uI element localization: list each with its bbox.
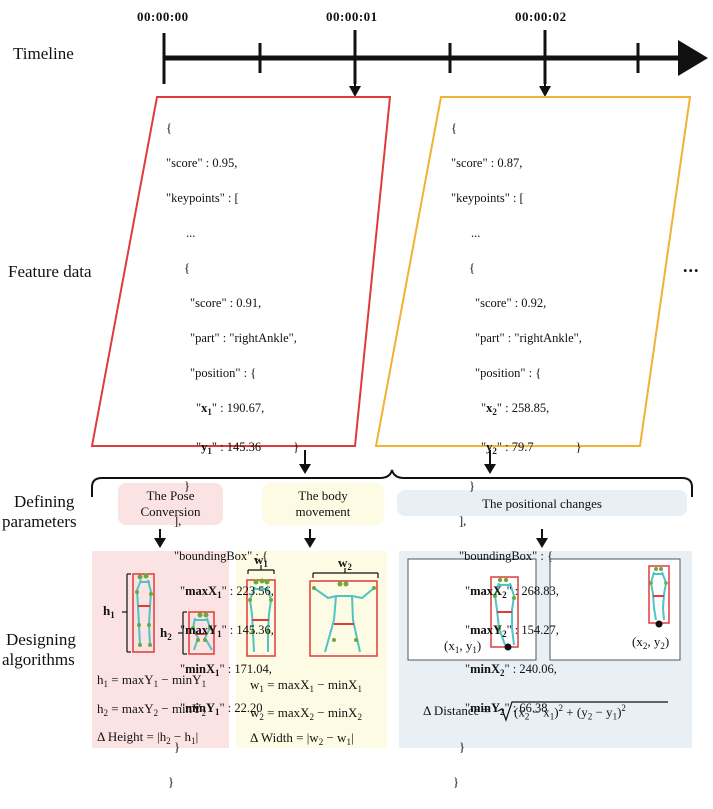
frame2-score-key: "score" xyxy=(451,155,488,170)
frame2-parallelogram xyxy=(374,96,692,447)
frame2-minX: "minX2" : 240.06, xyxy=(465,661,557,678)
timestamp-1: 00:00:01 xyxy=(326,9,378,24)
pose-skeleton-2 xyxy=(188,611,215,655)
delta-width-eq: Δ Width = |w2 − w1| xyxy=(250,730,354,747)
frame1-kp-part: "part" : "rightAnkle", xyxy=(190,330,297,345)
width-eq-2: w2 = maxX2 − minX2 xyxy=(250,705,362,722)
frame1-keypoints-key: "keypoints" xyxy=(166,190,225,205)
frame1-bbox-key: "boundingBox" : { xyxy=(174,548,268,563)
frame2-open: { xyxy=(451,120,457,135)
frame1-minX: "minX1" : 171.04, xyxy=(180,661,272,678)
frame2-x: "x2" : 258.85, xyxy=(481,400,550,417)
frame1-y: "y1" : 145.36} xyxy=(196,439,300,456)
frame2-keypoints-key: "keypoints" xyxy=(451,190,510,205)
frame2-score-value: : 0.87, xyxy=(487,155,523,170)
frame1-ellipsis: ... xyxy=(186,225,196,240)
frame1-kp-score: "score" : 0.91, xyxy=(190,295,262,310)
body-panel-bg xyxy=(236,551,387,748)
row-label-defining-1: Defining xyxy=(14,492,75,511)
defining-brace xyxy=(91,469,693,497)
row-label-designing-1: Designing xyxy=(6,630,76,649)
h2-label: h2 xyxy=(160,625,172,642)
height-eq-2: h2 = maxY2 − minY2 xyxy=(97,701,207,718)
row-label-timeline: Timeline xyxy=(13,44,74,63)
row-label-defining-2: parameters xyxy=(2,512,77,531)
position-skeleton-2 xyxy=(648,565,670,628)
row-label-feature-data: Feature data xyxy=(8,262,92,281)
timestamp-0: 00:00:00 xyxy=(137,9,189,24)
frame2-maxY: "maxY2" : 154.27, xyxy=(465,622,559,639)
frame1-score-value: : 0.95, xyxy=(202,155,238,170)
positional-pill-bg xyxy=(397,490,687,516)
ankle-point-2 xyxy=(655,620,663,628)
frame2-kp-score: "score" : 0.92, xyxy=(475,295,547,310)
frame1-kp-position: "position" : { xyxy=(190,365,257,380)
frame2-y: "y2" : 79.7} xyxy=(481,439,582,456)
frame2-kp-position: "position" : { xyxy=(475,365,542,380)
delta-height-eq: Δ Height = |h2 − h1| xyxy=(97,729,199,746)
ankle-point-1 xyxy=(504,643,512,651)
pose-pill-bg xyxy=(118,483,223,525)
frame1-maxY: "maxY1" : 145.36, xyxy=(180,622,274,639)
position-frame-2 xyxy=(549,558,681,661)
point-label-2: (x2, y2) xyxy=(632,634,670,651)
position-skeleton-1 xyxy=(490,576,519,651)
frame-to-brace-arrows xyxy=(299,450,496,474)
continuation-ellipsis: ... xyxy=(683,256,700,276)
timeline-axis xyxy=(162,30,708,84)
w1-label: w1 xyxy=(254,552,268,569)
pill-to-panel-arrows xyxy=(154,529,548,548)
frame1-x: "x1" : 190.67, xyxy=(196,400,265,417)
body-skeleton-1 xyxy=(246,578,276,657)
timeline-to-frame-arrows xyxy=(349,58,551,97)
timestamp-2: 00:00:02 xyxy=(515,9,567,24)
frame2-json: { "score" : 0.87, "keypoints" : [ ... { … xyxy=(451,120,582,789)
frame2-maxX: "maxX2" : 268.83, xyxy=(465,583,559,600)
pose-skeleton-1 xyxy=(132,573,155,653)
frame1-maxX: "maxX1" : 223.56, xyxy=(180,583,274,600)
h1-label: h1 xyxy=(103,603,115,620)
w2-label: w2 xyxy=(338,555,352,572)
param-positional-changes: The positional changes xyxy=(482,496,602,511)
frame1-score-key: "score" xyxy=(166,155,203,170)
row-label-designing-2: algorithms xyxy=(2,650,75,669)
point-label-1: (x1, y1) xyxy=(444,638,482,655)
frame1-parallelogram xyxy=(90,96,392,447)
frame1-open: { xyxy=(166,120,172,135)
sqrt-sign xyxy=(497,701,668,722)
body-pill-bg xyxy=(262,483,384,525)
delta-distance-lhs: Δ Distance = xyxy=(423,703,490,718)
body-skeleton-2 xyxy=(309,580,378,657)
width-eq-1: w1 = maxX1 − minX1 xyxy=(250,677,362,694)
frame2-kp-part: "part" : "rightAnkle", xyxy=(475,330,582,345)
frame2-minY: "minY2" : 66.38 xyxy=(465,700,548,717)
pose-panel-bg xyxy=(92,551,229,748)
frame2-ellipsis: ... xyxy=(471,225,481,240)
frame1-minY: "minY1" : 22.20 xyxy=(180,700,263,717)
diagram-canvas xyxy=(90,30,708,748)
delta-distance-radicand: (x2 − x1)2 + (y2 − y1)2 xyxy=(514,703,626,722)
height-eq-1: h1 = maxY1 − minY1 xyxy=(97,672,207,689)
frame2-bbox-key: "boundingBox" : { xyxy=(459,548,553,563)
